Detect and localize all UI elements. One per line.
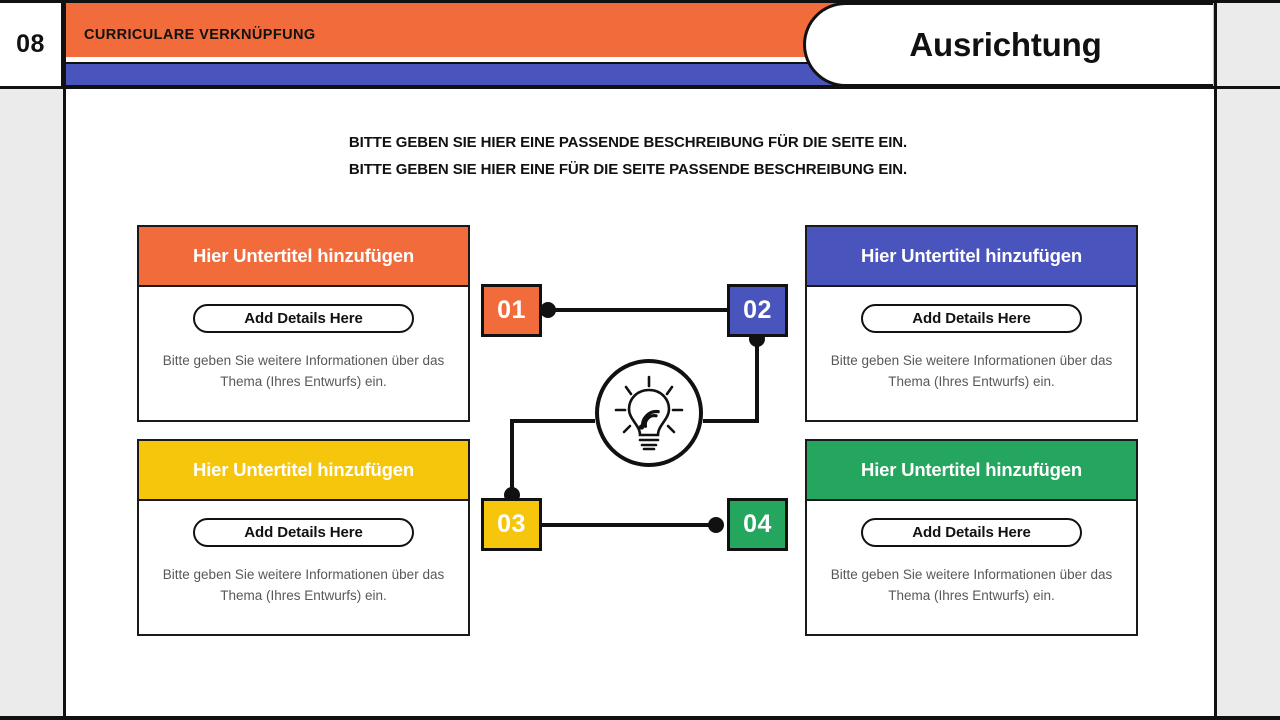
card-03-body: Add Details Here Bitte geben Sie weitere… bbox=[139, 501, 468, 606]
card-01-body: Add Details Here Bitte geben Sie weitere… bbox=[139, 287, 468, 392]
card-04-body: Add Details Here Bitte geben Sie weitere… bbox=[807, 501, 1136, 606]
card-04-header: Hier Untertitel hinzufügen bbox=[807, 441, 1136, 501]
card-02-heading: Hier Untertitel hinzufügen bbox=[861, 245, 1082, 266]
center-diagram: 01 02 03 04 bbox=[466, 269, 796, 559]
right-edge-band bbox=[1216, 0, 1280, 720]
card-02-body: Add Details Here Bitte geben Sie weitere… bbox=[807, 287, 1136, 392]
card-01-description: Bitte geben Sie weitere Informationen üb… bbox=[162, 353, 445, 389]
diagram-node-03-label: 03 bbox=[497, 510, 526, 538]
card-02[interactable]: Hier Untertitel hinzufügen Add Details H… bbox=[805, 225, 1138, 422]
card-03[interactable]: Hier Untertitel hinzufügen Add Details H… bbox=[137, 439, 470, 636]
frame-left-line bbox=[63, 0, 66, 720]
diagram-node-01-label: 01 bbox=[497, 296, 526, 324]
card-01-add-details-button[interactable]: Add Details Here bbox=[193, 304, 414, 333]
card-03-add-details-button[interactable]: Add Details Here bbox=[193, 518, 414, 547]
card-02-add-details-button[interactable]: Add Details Here bbox=[861, 304, 1082, 333]
card-04-heading: Hier Untertitel hinzufügen bbox=[861, 459, 1082, 480]
card-03-heading: Hier Untertitel hinzufügen bbox=[193, 459, 414, 480]
diagram-node-01[interactable]: 01 bbox=[481, 284, 542, 337]
slide-header: 08 CURRICULARE VERKNÜPFUNG Ausrichtung bbox=[0, 0, 1280, 89]
diagram-node-02[interactable]: 02 bbox=[727, 284, 788, 337]
frame-right-line bbox=[1214, 0, 1217, 720]
card-04-add-details-button[interactable]: Add Details Here bbox=[861, 518, 1082, 547]
lightbulb-wifi-icon bbox=[595, 359, 703, 467]
page-title-pill: Ausrichtung bbox=[803, 2, 1213, 87]
frame-header-line bbox=[0, 86, 1280, 89]
card-02-header: Hier Untertitel hinzufügen bbox=[807, 227, 1136, 287]
diagram-node-04[interactable]: 04 bbox=[727, 498, 788, 551]
card-03-description: Bitte geben Sie weitere Informationen üb… bbox=[162, 567, 445, 603]
diagram-node-04-label: 04 bbox=[743, 510, 772, 538]
slide-body: BITTE GEBEN SIE HIER EINE PASSENDE BESCH… bbox=[66, 89, 1190, 716]
page-title: Ausrichtung bbox=[909, 25, 1102, 63]
card-01[interactable]: Hier Untertitel hinzufügen Add Details H… bbox=[137, 225, 470, 422]
left-edge-band bbox=[0, 0, 64, 720]
diagram-node-03[interactable]: 03 bbox=[481, 498, 542, 551]
subtitle-line-1: BITTE GEBEN SIE HIER EINE PASSENDE BESCH… bbox=[348, 134, 908, 151]
card-04-button-label: Add Details Here bbox=[912, 524, 1031, 541]
card-03-button-label: Add Details Here bbox=[244, 524, 363, 541]
diagram-node-02-label: 02 bbox=[743, 296, 772, 324]
subtitle-block: BITTE GEBEN SIE HIER EINE PASSENDE BESCH… bbox=[66, 129, 1190, 183]
subtitle-line-2: BITTE GEBEN SIE HIER EINE FÜR DIE SEITE … bbox=[348, 161, 908, 178]
card-01-button-label: Add Details Here bbox=[244, 310, 363, 327]
card-01-heading: Hier Untertitel hinzufügen bbox=[193, 245, 414, 266]
frame-bottom-line bbox=[0, 716, 1280, 720]
header-eyebrow-text: CURRICULARE VERKNÜPFUNG bbox=[84, 27, 316, 43]
card-04[interactable]: Hier Untertitel hinzufügen Add Details H… bbox=[805, 439, 1138, 636]
slide-number-text: 08 bbox=[16, 30, 45, 58]
slide-number-box: 08 bbox=[0, 0, 64, 89]
card-02-description: Bitte geben Sie weitere Informationen üb… bbox=[830, 353, 1113, 389]
card-02-button-label: Add Details Here bbox=[912, 310, 1031, 327]
frame-top-line bbox=[0, 0, 1280, 3]
card-03-header: Hier Untertitel hinzufügen bbox=[139, 441, 468, 501]
card-01-header: Hier Untertitel hinzufügen bbox=[139, 227, 468, 287]
card-04-description: Bitte geben Sie weitere Informationen üb… bbox=[830, 567, 1113, 603]
